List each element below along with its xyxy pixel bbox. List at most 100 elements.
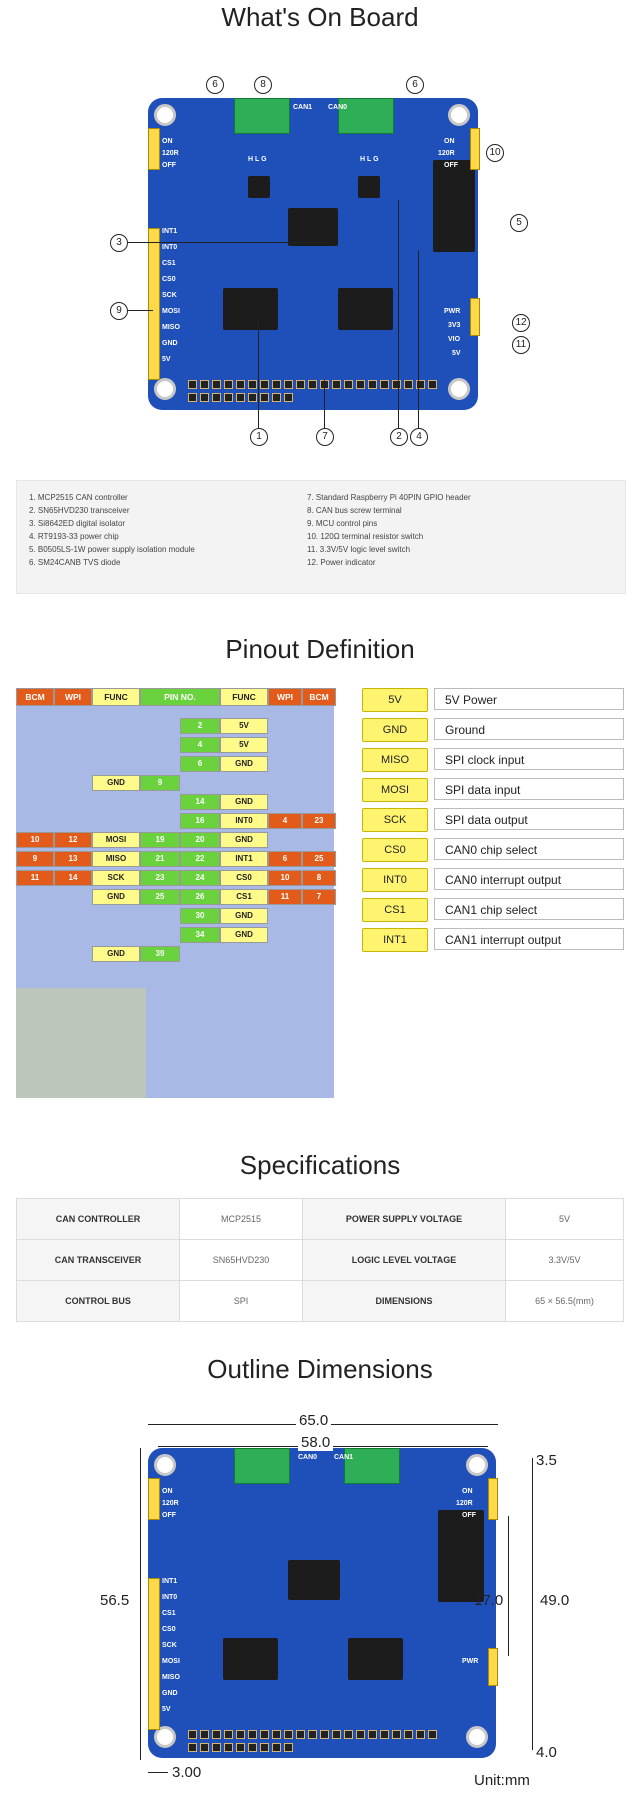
mount-hole: [448, 378, 470, 400]
pinout-cell: [180, 946, 220, 962]
callout-11: 11: [512, 336, 530, 354]
pin-label-cs0: CS0: [162, 1626, 176, 1633]
pinout-cell: [302, 908, 336, 924]
pin-definition-key: 5V: [362, 688, 428, 712]
spec-table: CAN CONTROLLER MCP2515 POWER SUPPLY VOLT…: [16, 1198, 624, 1322]
pinout-cell: [16, 737, 54, 753]
pin-label-int1: INT1: [162, 1578, 178, 1585]
pinout-cell: GND: [92, 774, 140, 791]
legend-item: 12. Power indicator: [307, 558, 376, 567]
spec-value: SN65HVD230: [179, 1239, 303, 1281]
spec-key: CONTROL BUS: [16, 1280, 180, 1322]
pinout-cell: [302, 737, 336, 753]
pinout-cell: [140, 737, 180, 753]
pinout-cell: GND: [220, 907, 268, 924]
pinout-cell: 16: [180, 812, 220, 829]
spec-key: CAN TRANSCEIVER: [16, 1239, 180, 1281]
switch-label-120r: 120R: [162, 1500, 179, 1507]
pin-definition-value: CAN0 interrupt output: [434, 868, 624, 890]
pinout-cell: [92, 718, 140, 734]
pinout-cell: 30: [180, 907, 220, 924]
pin-label-gnd: GND: [162, 340, 178, 347]
mount-hole: [154, 1726, 176, 1748]
pin-definition-value: CAN1 chip select: [434, 898, 624, 920]
pinout-cell: INT1: [220, 850, 268, 867]
pinout-cell: GND: [220, 831, 268, 848]
pinout-cell: [268, 908, 302, 924]
pinout-cell: [140, 927, 180, 943]
mcp2515-chip: [348, 1638, 403, 1680]
pwr-label: PWR: [462, 1658, 479, 1665]
v5b-label: 5V: [452, 350, 461, 357]
pin-definition-value: Ground: [434, 718, 624, 740]
pinout-cell: 25: [140, 888, 180, 905]
legend-item: 5. B0505LS-1W power supply isolation mod…: [29, 545, 195, 554]
pin-label-cs0: CS0: [162, 276, 176, 283]
pinout-cell: [54, 794, 92, 810]
spec-title: Specifications: [239, 1150, 401, 1180]
pinout-cell: SCK: [92, 869, 140, 886]
pinout-cell: 20: [180, 831, 220, 848]
pinout-cell: [268, 775, 302, 791]
pinout-cell: 6: [180, 755, 220, 772]
spec-row: CAN TRANSCEIVER SN65HVD230 LOGIC LEVEL V…: [16, 1239, 624, 1281]
pinout-cell: 11: [268, 888, 302, 905]
pinout-cell: [302, 718, 336, 734]
callout-line: [258, 320, 259, 428]
board-image-outline: CAN0 CAN1 INT1 INT0 CS1 CS0 SCK MOSI MIS…: [148, 1448, 498, 1758]
mount-hole: [154, 1454, 176, 1476]
dim-line-49: [532, 1458, 533, 1750]
dim-line-56-5: [140, 1448, 141, 1760]
pinout-cell: [268, 756, 302, 772]
pinout-cell: CS1: [220, 888, 268, 905]
isolation-module: [438, 1510, 484, 1602]
pinout-col-wpi: WPI: [268, 688, 302, 706]
pinout-cell: [140, 908, 180, 924]
dim-width-58: 58.0: [298, 1434, 334, 1451]
isolation-module: [433, 160, 475, 252]
can1-terminal: [344, 1448, 400, 1484]
mount-hole: [466, 1454, 488, 1476]
pinout-cell: [302, 946, 336, 962]
callout-4: 4: [410, 428, 428, 446]
pinout-cell: [54, 927, 92, 943]
pinout-header: BCM WPI FUNC PIN NO. FUNC WPI BCM: [16, 688, 336, 706]
dim-width-65: 65.0: [296, 1412, 332, 1429]
pinout-cell: [92, 908, 140, 924]
callout-1: 1: [250, 428, 268, 446]
dim-height-17: 17.0: [474, 1592, 504, 1609]
dim-line-3: [148, 1772, 168, 1773]
pinout-cell: [54, 775, 92, 791]
pinout-col-bcm: BCM: [302, 688, 336, 706]
legend-left: 1. MCP2515 CAN controller 2. SN65HVD230 …: [29, 491, 195, 569]
pin-definition-value: SPI data output: [434, 808, 624, 830]
legend-item: 11. 3.3V/5V logic level switch: [307, 545, 411, 554]
spec-value: 5V: [505, 1198, 624, 1240]
legend-item: 3. Si8642ED digital isolator: [29, 519, 126, 528]
pinout-cell: [54, 813, 92, 829]
isolator-chip: [288, 208, 338, 246]
pinout-cell: GND: [220, 926, 268, 943]
board-image-top: CAN1 CAN0 H L G H L G INT1 INT0 CS1 CS0 …: [148, 98, 480, 410]
gpio-header: [188, 380, 438, 402]
mcu-pin-header: [148, 228, 160, 380]
spec-value: 65 × 56.5(mm): [505, 1280, 624, 1322]
pinout-cell: 34: [180, 926, 220, 943]
pinout-cell: 19: [140, 831, 180, 848]
pinout-title: Pinout Definition: [225, 634, 415, 664]
pinout-cell: 11: [16, 869, 54, 886]
pin-label-miso: MISO: [162, 1674, 180, 1681]
pin-definition-key: MISO: [362, 748, 428, 772]
pinout-cell: [268, 737, 302, 753]
pinout-cell: 14: [54, 869, 92, 886]
pinout-cell: 5V: [220, 736, 268, 753]
spec-key: LOGIC LEVEL VOLTAGE: [302, 1239, 506, 1281]
